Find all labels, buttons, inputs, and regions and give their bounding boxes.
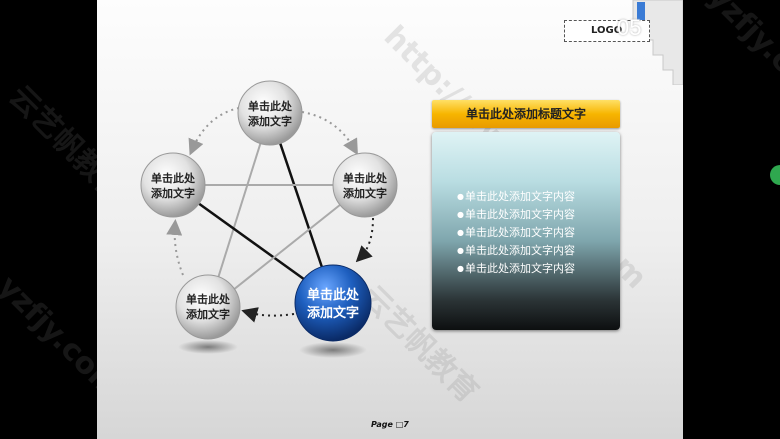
node-shadow xyxy=(178,340,238,354)
list-item: 单击此处添加文字内容 xyxy=(457,224,575,242)
content-panel[interactable]: 单击此处添加文字内容 单击此处添加文字内容 单击此处添加文字内容 单击此处添加文… xyxy=(432,132,620,330)
node-left[interactable]: 单击此处 添加文字 xyxy=(140,152,206,218)
list-item: 单击此处添加文字内容 xyxy=(457,188,575,206)
logo-box: LOGO xyxy=(564,20,650,42)
content-list: 单击此处添加文字内容 单击此处添加文字内容 单击此处添加文字内容 单击此处添加文… xyxy=(457,188,575,278)
page-number: Page □7 xyxy=(371,420,409,429)
node-top[interactable]: 单击此处 添加文字 xyxy=(237,80,303,146)
node-bottom-right-highlight[interactable]: 单击此处 添加文字 xyxy=(294,264,372,342)
list-item: 单击此处添加文字内容 xyxy=(457,206,575,224)
node-label: 添加文字 xyxy=(248,114,292,128)
node-label: 添加文字 xyxy=(343,186,387,200)
panel-title[interactable]: 单击此处添加标题文字 xyxy=(432,100,620,128)
watermark-right: yzfjy.com xyxy=(700,0,780,116)
node-label: 单击此处 xyxy=(343,171,388,185)
slide: LOGO 05 http://www.yzfjy.com 云艺帆教育 xyxy=(97,0,683,439)
node-right[interactable]: 单击此处 添加文字 xyxy=(332,152,398,218)
node-label: 单击此处 xyxy=(186,292,231,306)
node-label: 单击此处 xyxy=(248,99,293,113)
node-label: 添加文字 xyxy=(186,307,230,321)
cycle-arrow xyxy=(355,217,374,263)
slide-number-label: 05 xyxy=(617,15,642,40)
cycle-arrow xyxy=(301,111,358,156)
cycle-arrow xyxy=(166,219,184,276)
node-label: 单击此处 xyxy=(151,171,196,185)
cycle-arrow xyxy=(241,307,295,323)
node-label: 添加文字 xyxy=(151,186,195,200)
green-dot-icon xyxy=(770,165,780,185)
list-item: 单击此处添加文字内容 xyxy=(457,242,575,260)
logo-text: LOGO xyxy=(591,25,623,36)
pentagon-diagram: 单击此处 添加文字 单击此处 添加文字 单击此处 添加文字 单击此处 添加文字 … xyxy=(140,80,398,358)
node-bottom-left[interactable]: 单击此处 添加文字 xyxy=(175,274,241,340)
node-label: 添加文字 xyxy=(307,305,359,321)
cycle-arrow xyxy=(188,107,240,156)
node-shadow xyxy=(299,342,367,358)
node-label: 单击此处 xyxy=(307,287,360,303)
list-item: 单击此处添加文字内容 xyxy=(457,260,575,278)
stairs-decoration xyxy=(632,0,683,85)
